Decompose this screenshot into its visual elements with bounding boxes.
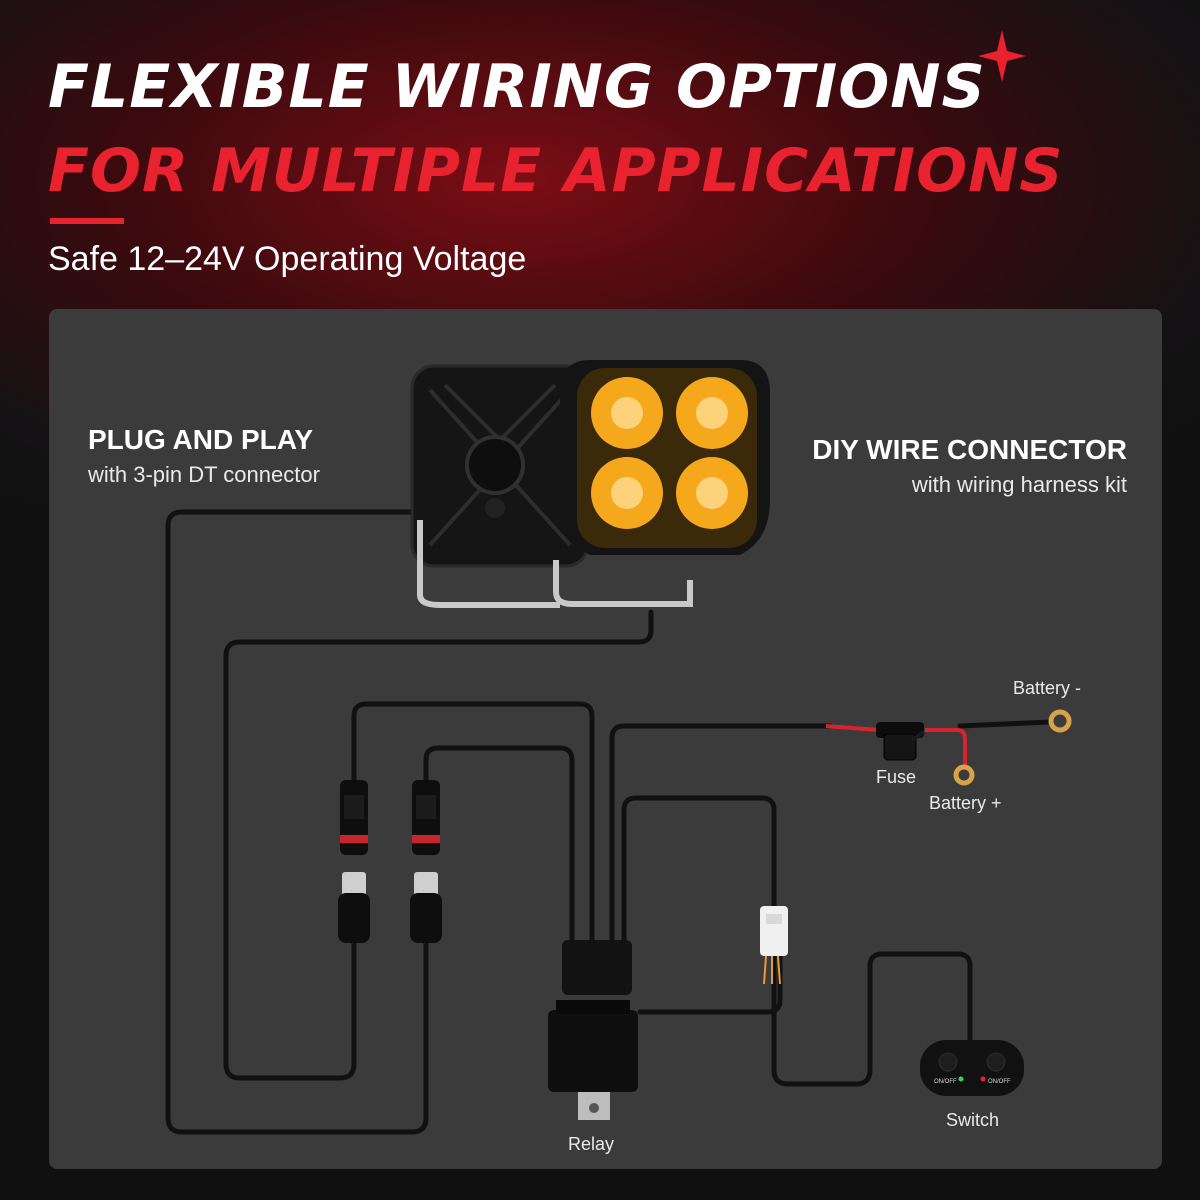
wire-relay-left xyxy=(351,701,595,948)
subtitle: Safe 12–24V Operating Voltage xyxy=(48,240,527,278)
dt-connector-female-left xyxy=(340,780,368,855)
sparkle-icon xyxy=(978,30,1026,82)
relay-block xyxy=(548,940,638,1120)
switch-left-label: ON/OFF xyxy=(934,1079,957,1085)
dt-connector-male-right xyxy=(410,872,442,943)
fuse-label: Fuse xyxy=(876,767,917,787)
dt-connector-female-right xyxy=(412,780,440,855)
wire-amber-light xyxy=(223,609,654,1081)
fuse-holder xyxy=(876,722,926,761)
title-underline xyxy=(50,218,124,224)
plug-and-play-title: PLUG AND PLAY xyxy=(88,424,314,455)
switch-label: Switch xyxy=(946,1110,1000,1130)
title-line-1: FLEXIBLE WIRING OPTIONS xyxy=(48,52,986,122)
wire-red-positive xyxy=(825,724,879,732)
relay-label: Relay xyxy=(568,1134,615,1154)
amber-led-pod-light-icon xyxy=(553,360,770,607)
wire-relay-switch xyxy=(621,795,973,1087)
wire-relay-left-2 xyxy=(423,745,575,948)
diy-connector-subtitle: with wiring harness kit xyxy=(911,472,1127,497)
wire-battery-main xyxy=(609,723,833,948)
diy-connector-title: DIY WIRE CONNECTOR xyxy=(812,434,1127,465)
switch-connector xyxy=(760,906,788,985)
led-pod-light-icon xyxy=(410,364,590,608)
wire-battery-neg xyxy=(957,719,1053,729)
wire-plug-and-play xyxy=(165,509,501,1135)
dt-connector-male-left xyxy=(338,872,370,943)
title-line-2: FOR MULTIPLE APPLICATIONS xyxy=(48,136,1064,206)
battery-pos-terminal xyxy=(953,764,975,786)
switch-right-label: ON/OFF xyxy=(988,1079,1011,1085)
battery-negative-label: Battery - xyxy=(1013,678,1082,698)
rocker-switch: ON/OFF ON/OFF xyxy=(920,1040,1024,1096)
battery-positive-label: Battery + xyxy=(929,793,1002,813)
battery-neg-terminal xyxy=(1048,709,1072,733)
plug-and-play-subtitle: with 3-pin DT connector xyxy=(88,462,320,487)
